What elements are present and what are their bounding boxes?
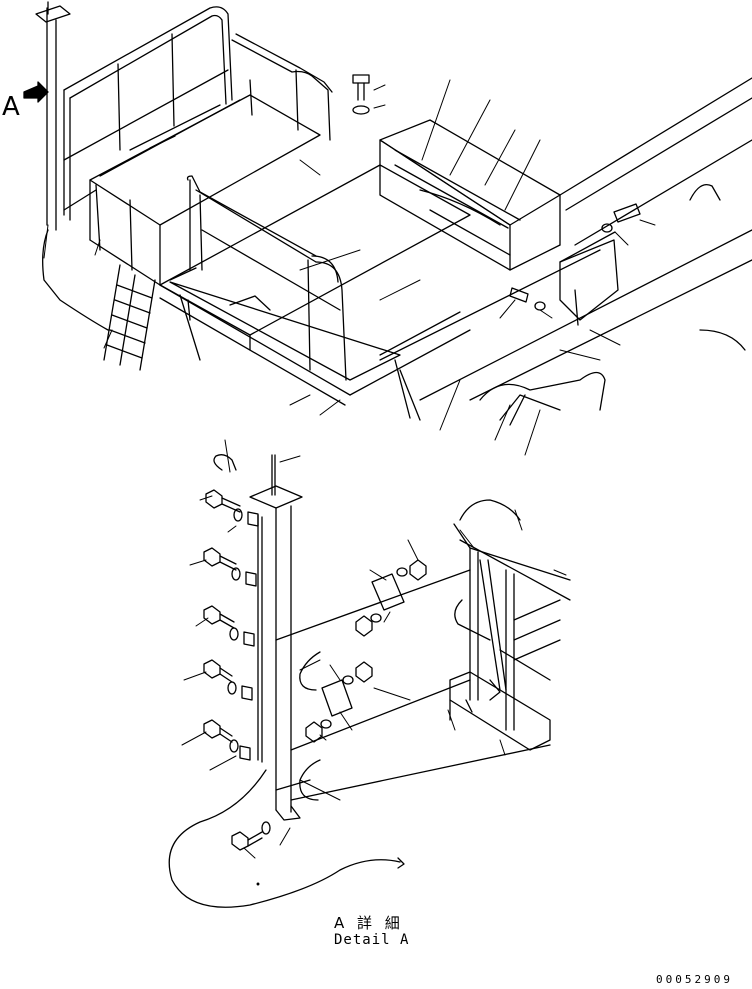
u-bolt-upper xyxy=(300,652,320,690)
view-marker-letter: A xyxy=(2,92,20,122)
cover-box xyxy=(380,120,560,270)
marker-post xyxy=(36,2,70,230)
drawing-number: 00052909 xyxy=(656,973,733,986)
leader-lines-top xyxy=(44,80,655,455)
tab-brackets xyxy=(240,512,258,760)
left-body-outline xyxy=(43,230,108,330)
detail-caption-english: Detail A xyxy=(334,932,410,948)
walkway xyxy=(160,165,470,405)
lower-frame xyxy=(380,230,752,425)
top-hook xyxy=(214,455,236,470)
platform-assembly xyxy=(24,2,752,425)
right-frame-detail xyxy=(450,500,570,750)
front-handrail xyxy=(170,176,346,380)
left-bolts xyxy=(204,490,270,850)
clamp-plate-upper xyxy=(372,574,404,610)
ladder xyxy=(104,265,155,370)
right-bolt-cluster xyxy=(510,204,640,310)
clamp-plate-lower xyxy=(322,680,352,716)
leader-lines-detail xyxy=(182,440,566,858)
upper-frame xyxy=(560,78,752,325)
detail-caption-japanese: A 詳 細 xyxy=(334,914,404,932)
left-deck xyxy=(90,95,320,285)
top-bolt-cluster xyxy=(353,75,369,114)
nuts-washers xyxy=(306,560,426,742)
rear-handrail xyxy=(232,34,332,140)
left-handrail xyxy=(64,7,232,220)
cable-curve xyxy=(169,770,400,907)
view-arrow-icon xyxy=(24,82,48,102)
detail-a-assembly xyxy=(169,455,570,908)
